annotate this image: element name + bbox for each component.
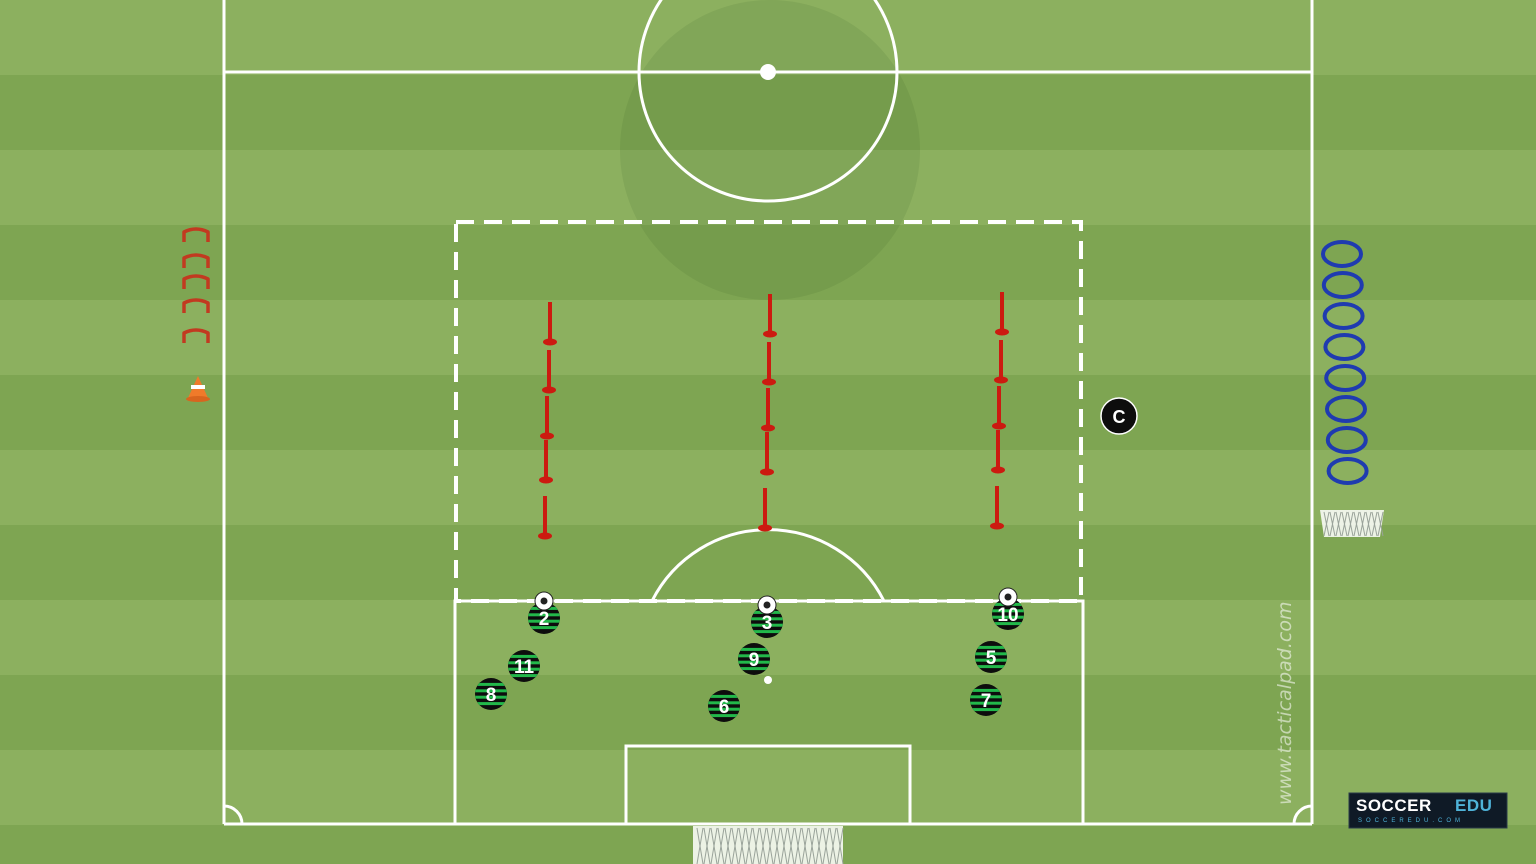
hoop xyxy=(1325,395,1367,423)
ball xyxy=(534,591,554,611)
player-token: 9 xyxy=(738,643,770,675)
player-number: 7 xyxy=(981,691,992,712)
player-number: 10 xyxy=(997,605,1018,626)
hurdles-stack xyxy=(182,227,210,343)
player-number: 9 xyxy=(749,650,760,671)
players: 2 11 8 39 6 10 5 7 xyxy=(475,587,1024,722)
penalty-spot xyxy=(764,676,772,684)
player-number: 8 xyxy=(486,685,497,706)
brand-sub: SOCCEREDU.COM xyxy=(1358,818,1464,824)
pole xyxy=(763,294,777,338)
grass-stripe xyxy=(0,150,1536,225)
hoop xyxy=(1321,271,1364,299)
brand-logo: SOCCER EDU SOCCEREDU.COM xyxy=(1348,792,1508,829)
player-token: 10 xyxy=(992,587,1024,630)
hoop xyxy=(1325,426,1368,454)
hurdle xyxy=(182,274,210,289)
grass-stripe xyxy=(0,675,1536,750)
player-token: 5 xyxy=(975,641,1007,673)
player-token: 3 xyxy=(751,595,783,638)
centre-spot xyxy=(760,64,776,80)
player-token: 11 xyxy=(508,650,540,682)
cone xyxy=(186,376,210,402)
pole xyxy=(760,432,774,476)
brand-word1: SOCCER xyxy=(1356,796,1432,815)
pole xyxy=(543,302,557,346)
pole xyxy=(761,388,775,432)
pole xyxy=(992,386,1006,430)
pole xyxy=(994,340,1008,384)
corner-arc-left xyxy=(223,804,244,825)
watermark-text: www.tacticalpad.com xyxy=(1274,602,1296,805)
hoop xyxy=(1326,457,1369,485)
pole xyxy=(991,430,1005,474)
corner-arc-right xyxy=(1292,804,1313,825)
player-token: 6 xyxy=(708,690,740,722)
player-number: 3 xyxy=(762,613,773,634)
hurdle xyxy=(182,253,210,268)
brand-word2: EDU xyxy=(1455,796,1492,815)
pole xyxy=(542,350,556,394)
hurdle xyxy=(182,328,210,343)
player-number: 6 xyxy=(719,697,730,718)
ball xyxy=(998,587,1018,607)
player-token: 7 xyxy=(970,684,1002,716)
hoop xyxy=(1323,333,1366,361)
hurdle xyxy=(182,227,210,242)
centre-circle xyxy=(637,0,899,203)
player-token: 2 xyxy=(528,591,560,634)
hoop xyxy=(1324,364,1367,392)
coach: C xyxy=(1100,397,1138,435)
hurdle xyxy=(182,298,210,313)
player-number: 5 xyxy=(986,648,997,669)
player-number: 2 xyxy=(539,609,550,630)
coach-label: C xyxy=(1113,407,1126,427)
mini-goal-right xyxy=(1320,510,1384,537)
pole xyxy=(539,440,553,484)
pole xyxy=(995,292,1009,336)
pole xyxy=(540,396,554,440)
grass-stripe xyxy=(0,0,1536,75)
grass-stripe xyxy=(0,225,1536,300)
pole xyxy=(538,496,552,540)
ball-watermark xyxy=(620,0,920,300)
goal-bottom xyxy=(693,826,844,864)
pole xyxy=(758,488,772,532)
goal-area xyxy=(624,744,912,826)
pole xyxy=(762,342,776,386)
player-token: 8 xyxy=(475,678,507,710)
hoop xyxy=(1322,302,1365,330)
hoops-ladder xyxy=(1321,240,1369,485)
grass-stripe xyxy=(0,75,1536,150)
hoop xyxy=(1321,240,1363,268)
grass-stripe xyxy=(0,525,1536,600)
pole xyxy=(990,486,1004,530)
ball xyxy=(757,595,777,615)
grass-stripe xyxy=(0,750,1536,825)
player-number: 11 xyxy=(514,657,535,678)
pole-rows xyxy=(538,292,1009,540)
